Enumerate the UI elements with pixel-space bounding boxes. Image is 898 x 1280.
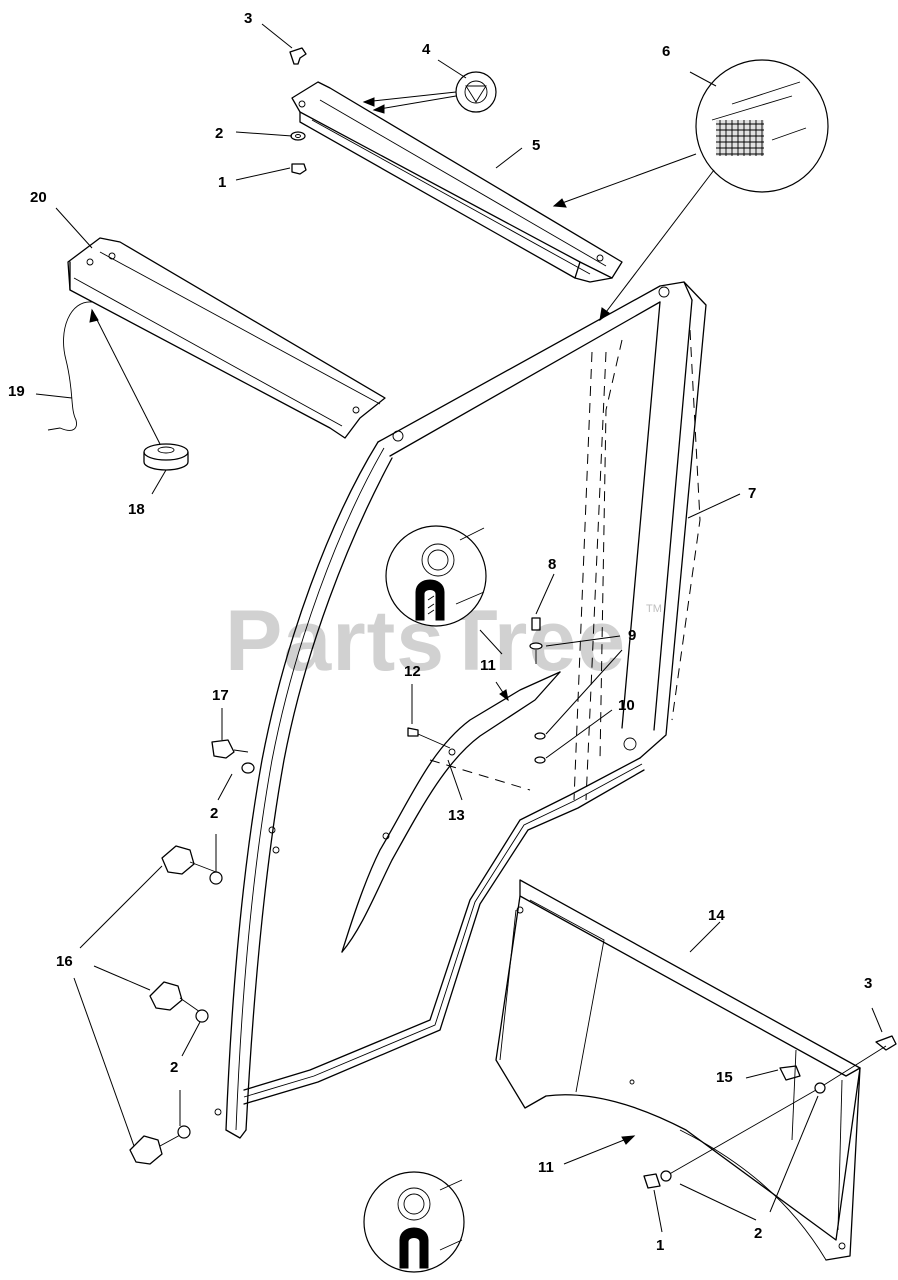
watermark-trademark: TM	[646, 603, 662, 615]
callout-1-bottom: 1	[656, 1237, 664, 1254]
callout-5: 5	[532, 137, 540, 154]
callout-3-top: 3	[244, 10, 252, 27]
hardware-left	[129, 739, 255, 1165]
callout-2-bottom: 2	[754, 1225, 762, 1242]
callout-17: 17	[212, 687, 229, 704]
callout-10: 10	[618, 697, 635, 714]
callout-16: 16	[56, 953, 73, 970]
part-11-trim-detail-middle	[385, 525, 487, 627]
part-19-cable	[47, 301, 93, 431]
hardware-top	[289, 47, 307, 175]
callout-8: 8	[548, 556, 556, 573]
callout-2-left-a: 2	[210, 805, 218, 822]
callout-6: 6	[662, 43, 670, 60]
callout-2-left-b: 2	[170, 1059, 178, 1076]
callout-11-middle: 11	[480, 657, 496, 674]
callout-11-bottom: 11	[538, 1159, 554, 1176]
callout-14: 14	[708, 907, 725, 924]
callout-2-top: 2	[215, 125, 223, 142]
part-13-seal	[341, 671, 561, 953]
part-11-trim-detail-bottom	[363, 1171, 465, 1273]
callout-9: 9	[628, 627, 636, 644]
part-14-lower-panel	[495, 879, 861, 1261]
part-18-grommet	[143, 443, 189, 471]
part-7-door-frame	[214, 281, 707, 1139]
callout-4: 4	[422, 41, 431, 58]
part-6-mesh-detail	[695, 59, 829, 193]
callout-labels: 3 4 2 1 5 6 20 19 18 7 8 9 10 11 12 13 1…	[8, 10, 872, 1254]
callout-15: 15	[716, 1069, 733, 1086]
part-4-grommet	[455, 71, 497, 113]
hardware-middle	[407, 617, 546, 764]
callout-13: 13	[448, 807, 465, 824]
callout-12: 12	[404, 663, 421, 680]
callout-1-top: 1	[218, 174, 226, 191]
callout-19: 19	[8, 383, 25, 400]
leader-lines	[35, 23, 883, 1233]
callout-20: 20	[30, 189, 47, 206]
callout-7: 7	[748, 485, 756, 502]
part-5-upper-bracket	[291, 81, 623, 283]
callout-3-right: 3	[864, 975, 872, 992]
hardware-bottom-right	[643, 1035, 897, 1189]
glass-outline-dashed	[429, 329, 701, 801]
part-20-left-bracket	[67, 237, 386, 439]
callout-18: 18	[128, 501, 145, 518]
